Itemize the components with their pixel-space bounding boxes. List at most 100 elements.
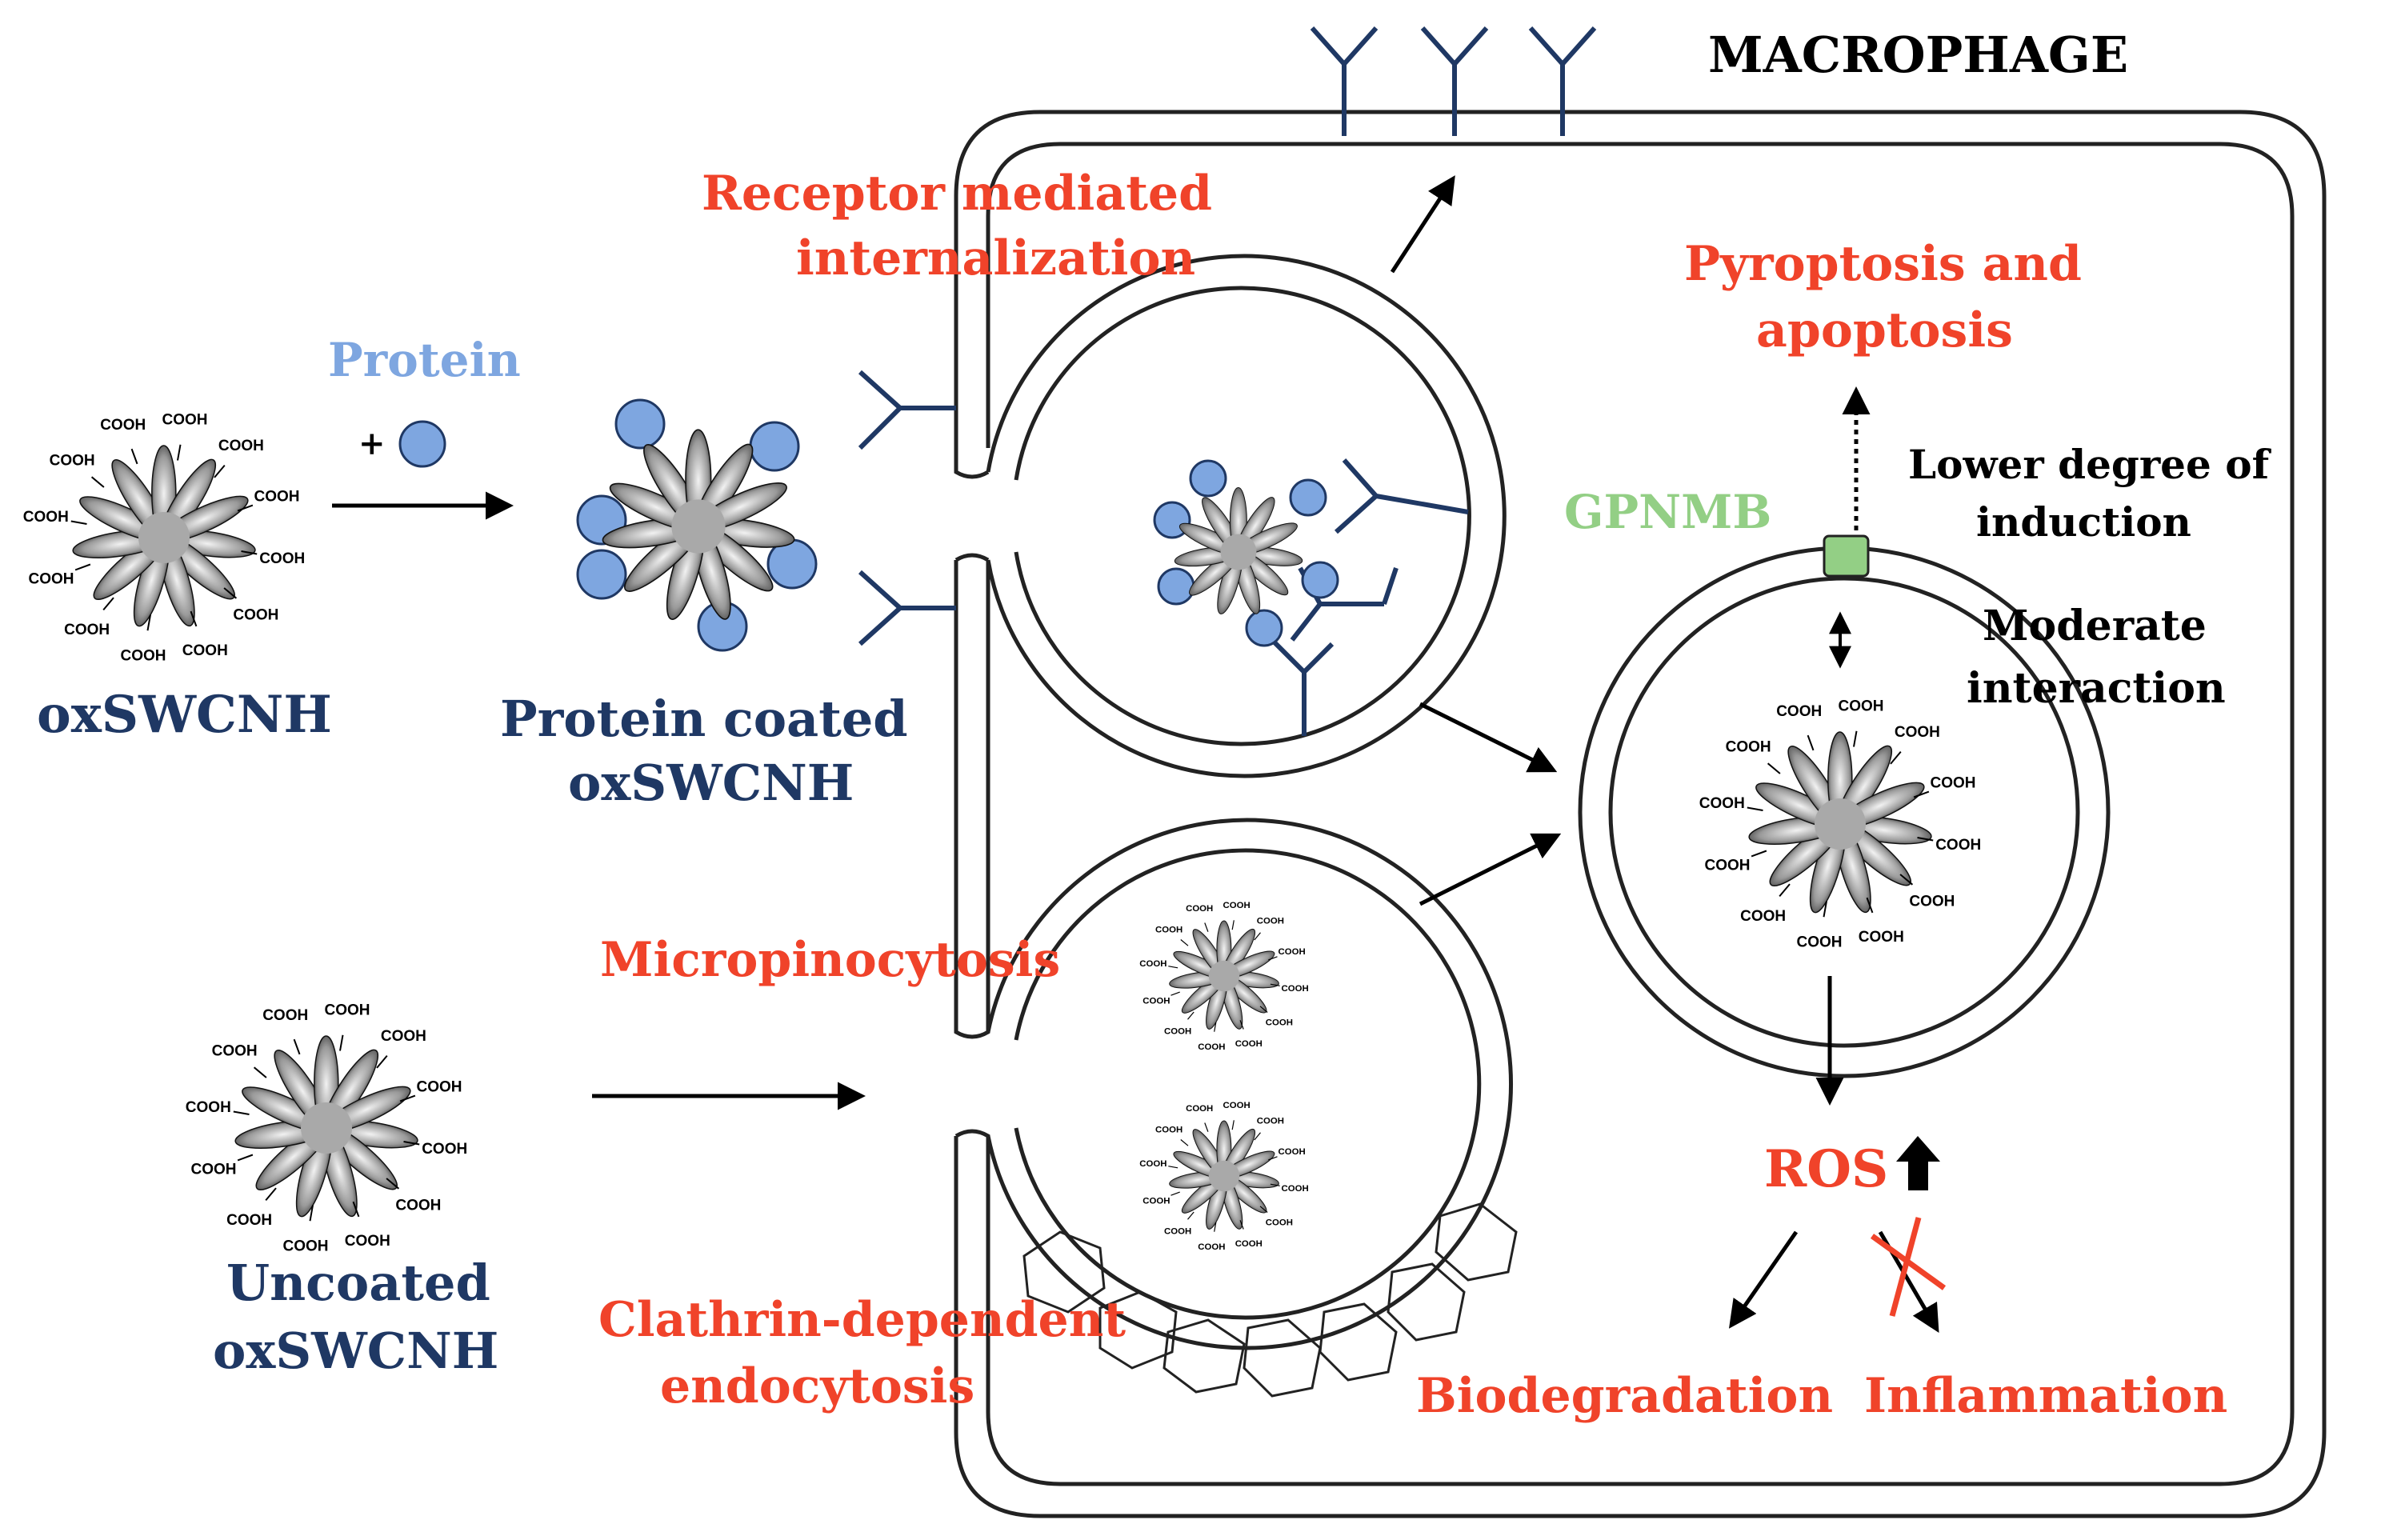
cooh-group-label: COOH [1198,1242,1225,1252]
internalized-proteins [1153,459,1339,647]
moderate-interaction-label-line1: Moderate [1983,602,2207,650]
receptor-mediated-label-line2: internalization [796,230,1195,286]
cooh-group-label: COOH [100,417,146,434]
cooh-group-label: COOH [121,648,166,665]
surface-receptors [1310,26,1597,136]
gpnmb-marker [1823,534,1870,578]
cooh-group-label: COOH [422,1141,467,1158]
oxswcnh-particle: COOH COOH COOH COOH COOH COOH COOH COOH COOH COOH… [23,411,305,664]
cooh-group-label: COOH [1282,1184,1309,1194]
cooh-group-label: COOH [1705,857,1751,874]
cooh-group-label: COOH [182,642,228,659]
cooh-group-label: COOH [23,509,69,526]
cooh-group-label: COOH [1257,917,1284,926]
receptor-endosome [986,254,1507,778]
lower-degree-label-line1: Lower degree of [1908,441,2272,488]
cooh-group-label: COOH [212,1043,258,1060]
cooh-group-label: COOH [186,1099,231,1116]
cooh-group-label: COOH [226,1212,272,1229]
uncoated-particle: COOH COOH COOH COOH COOH COOH COOH COOH COOH COOH… [186,1002,467,1254]
uncoated-label-line2: oxSWCNH [213,1322,498,1380]
cooh-group-label: COOH [345,1233,390,1250]
pyroptosis-label-line2: apoptosis [1756,302,2013,358]
clathrin-coat [1022,1202,1518,1398]
pyroptosis-label-line1: Pyroptosis and [1684,236,2082,292]
inhibition-cross [1870,1217,1947,1317]
membrane-channel [954,448,990,1152]
receptor-mediated-label-line1: Receptor mediated [702,166,1212,222]
cooh-group-label: COOH [1257,1117,1284,1126]
cooh-group-label: COOH [1198,1042,1225,1052]
protein-coated-particle [602,429,795,620]
clathrin-label-line1: Clathrin-dependent [598,1292,1126,1348]
protein-label: Protein [328,333,521,387]
cooh-group-label: COOH [1235,1239,1263,1249]
biodegradation-label: Biodegradation [1416,1368,1833,1424]
cooh-group-label: COOH [1740,908,1786,925]
lower-degree-label-line2: induction [1976,498,2191,546]
protein-coated-label-line1: Protein coated [500,690,908,748]
cooh-group-label: COOH [1895,724,1940,741]
cooh-group-label: COOH [1186,1104,1213,1114]
cooh-group-label: COOH [254,489,300,506]
cooh-group-label: COOH [1909,893,1955,910]
micropinocytosis-label: Micropinocytosis [600,932,1060,988]
cooh-group-label: COOH [1776,703,1822,720]
cooh-group-label: COOH [1139,1159,1166,1169]
cooh-group-label: COOH [1155,926,1182,935]
cooh-group-label: COOH [1266,1218,1293,1228]
pit-receptors [858,370,1469,736]
micropinocytosis-particle: COOH COOH COOH COOH COOH COOH COOH COOH COOH COOH… [1139,901,1308,1052]
arrow-receptor-to-vesicle [1419,702,1558,773]
free-protein [398,420,446,468]
cooh-group-label: COOH [1139,959,1166,969]
cooh-group-label: COOH [1282,984,1309,994]
cooh-group-label: COOH [50,453,95,470]
moderate-interaction-label-line2: interaction [1967,664,2226,713]
cooh-group-label: COOH [325,1002,370,1018]
cooh-group-label: COOH [1223,1101,1251,1110]
cooh-group-label: COOH [1279,947,1306,957]
cooh-group-label: COOH [1699,795,1745,812]
cooh-group-label: COOH [1186,904,1213,914]
cooh-group-label: COOH [1235,1039,1263,1049]
cooh-group-label: COOH [1164,1227,1191,1237]
plus-sign: + [358,425,386,462]
internalized-protein-particle [1174,487,1303,614]
cooh-group-label: COOH [29,570,74,587]
protein-coat [576,398,818,652]
clathrin-label-line2: endocytosis [660,1358,974,1414]
cooh-group-label: COOH [1142,1196,1170,1206]
cooh-group-label: COOH [1164,1027,1191,1037]
cooh-group-label: COOH [283,1238,329,1255]
vesicle-particle: COOH COOH COOH COOH COOH COOH COOH COOH COOH COOH… [1699,698,1981,950]
cooh-group-label: COOH [1155,1126,1182,1135]
clathrin-particle: COOH COOH COOH COOH COOH COOH COOH COOH COOH COOH… [1139,1101,1308,1252]
cooh-group-label: COOH [162,411,208,428]
cooh-group-label: COOH [417,1079,462,1096]
nanohorn-particles: COOH COOH COOH COOH COOH COOH COOH COOH COOH COOH… [23,411,1981,1254]
cooh-group-label: COOH [381,1028,426,1045]
cooh-group-label: COOH [1223,901,1251,910]
protein-coated-label-line2: oxSWCNH [568,754,854,812]
cooh-group-label: COOH [1859,929,1904,946]
cooh-group-label: COOH [191,1161,237,1178]
cooh-group-label: COOH [1935,837,1981,854]
arrow-receptor-recycling [1390,175,1455,274]
arrow-to-biodegradation [1729,1230,1799,1329]
cooh-group-label: COOH [1797,934,1843,951]
cooh-group-label: COOH [395,1197,441,1214]
cooh-group-label: COOH [233,606,278,623]
ros-increase-arrow [1896,1136,1940,1190]
oxswcnh-label: oxSWCNH [37,685,332,745]
cooh-group-label: COOH [259,550,305,567]
inflammation-label: Inflammation [1864,1368,2227,1424]
cooh-group-label: COOH [218,438,264,454]
cooh-group-label: COOH [64,622,110,638]
arrow-lower-to-vesicle [1419,833,1562,906]
cooh-group-label: COOH [1279,1147,1306,1157]
macrophage-membrane [954,110,2327,1518]
ros-label: ROS [1764,1139,1888,1199]
cooh-group-label: COOH [1839,698,1884,714]
